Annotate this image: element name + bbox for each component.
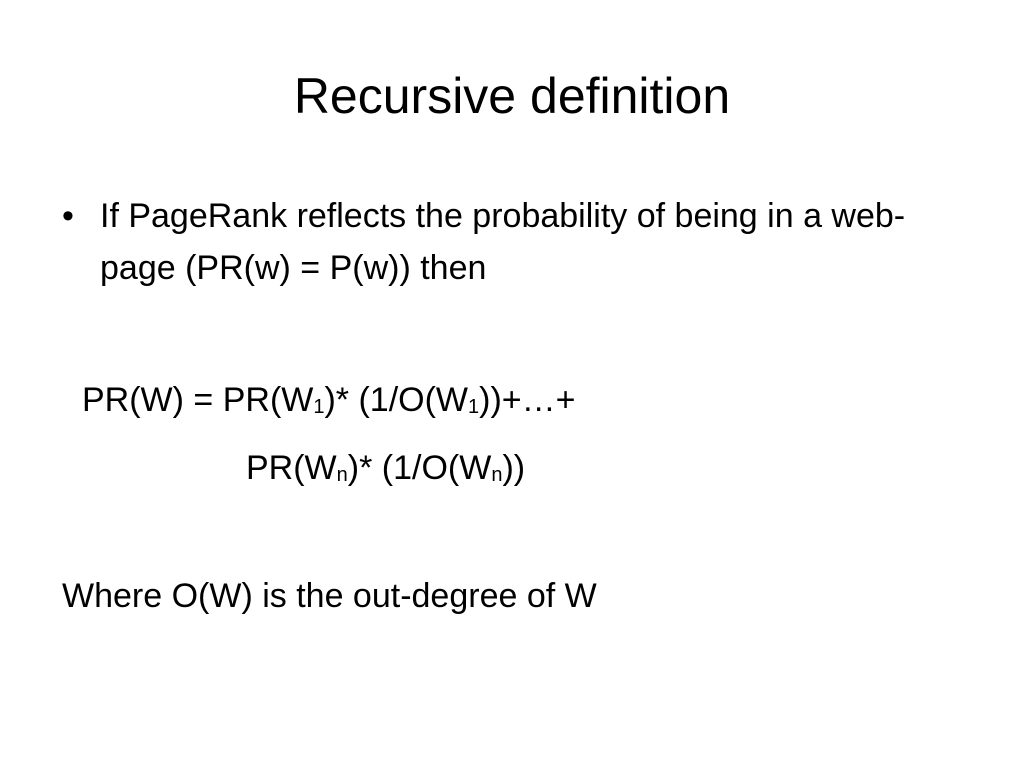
formula-line-2-subscript-1: n: [336, 464, 348, 486]
formula-line-2-part-1: PR(W: [246, 449, 337, 487]
formula-line-2-subscript-2: n: [491, 464, 503, 486]
formula-line-1-part-3: ))+…+: [479, 381, 576, 419]
formula-line-1-subscript-1: 1: [313, 396, 325, 418]
bullet-text: If PageRank reflects the probability of …: [100, 197, 906, 287]
bullet-marker: •: [62, 197, 74, 235]
definition-note: Where O(W) is the out-degree of W: [62, 577, 597, 615]
formula-line-2-part-2: )* (1/O(W: [347, 449, 492, 487]
formula-line-2-part-3: )): [502, 449, 526, 487]
formula-line-1: PR(W) = PR(W1)* (1/O(W1))+…+: [82, 378, 576, 429]
formula-line-2: PR(Wn)* (1/O(Wn)): [246, 446, 525, 497]
slide-title: Recursive definition: [293, 68, 731, 124]
formula-line-1-subscript-2: 1: [468, 396, 480, 418]
formula-line-1-part-2: )* (1/O(W: [324, 381, 469, 419]
formula-line-1-part-1: PR(W) = PR(W: [82, 381, 314, 419]
